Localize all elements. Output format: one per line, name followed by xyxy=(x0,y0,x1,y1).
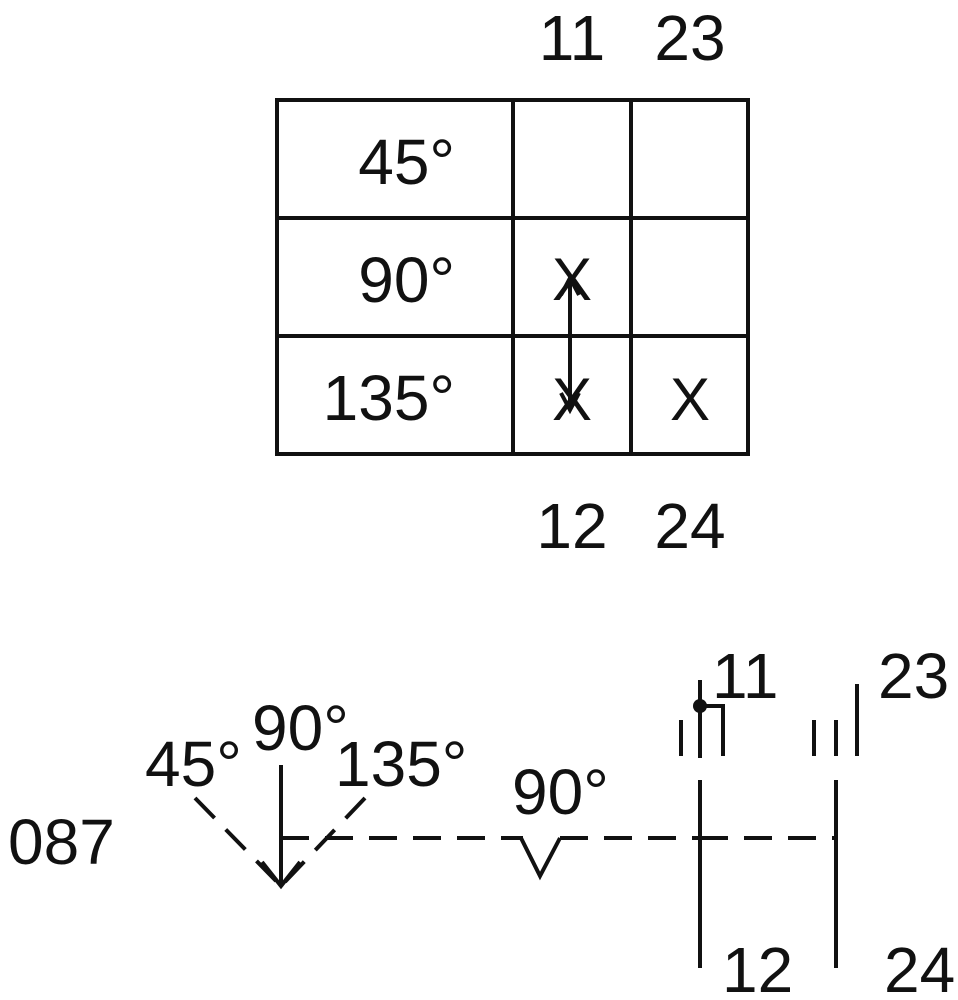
terminal-label-12: 12 xyxy=(722,934,793,1000)
detent-notch-icon xyxy=(519,837,562,881)
table-top-label-11: 11 xyxy=(539,2,605,74)
contact-11-12 xyxy=(679,680,725,968)
position-label-90: 90° xyxy=(252,692,349,764)
position-label-135: 135° xyxy=(335,728,467,800)
row-angle-135: 135° xyxy=(323,362,455,434)
terminal-label-23: 23 xyxy=(878,640,949,712)
terminal-label-24: 24 xyxy=(884,934,955,1000)
arrow-head-icon xyxy=(260,860,302,890)
position-label-45: 45° xyxy=(145,728,242,800)
device-designation: 087 xyxy=(8,806,115,878)
contact-schematic: 087 45° 90° 135° 90° 11 12 xyxy=(8,640,955,1000)
position-line-45 xyxy=(193,796,282,887)
table-bottom-label-12: 12 xyxy=(536,490,607,562)
terminal-label-11: 11 xyxy=(712,640,778,712)
row-angle-90: 90° xyxy=(358,244,455,316)
table-bottom-label-24: 24 xyxy=(654,490,725,562)
position-line-135 xyxy=(280,796,367,887)
contact-23-24 xyxy=(812,684,859,968)
row-angle-45: 45° xyxy=(358,126,455,198)
double-arrow-icon xyxy=(559,273,581,415)
detent-label-90: 90° xyxy=(512,756,609,828)
truth-table: 11 23 45° 90° 135° X X X 12 24 xyxy=(275,2,750,562)
table-cell-mark: X xyxy=(670,366,710,433)
table-top-label-23: 23 xyxy=(654,2,725,74)
